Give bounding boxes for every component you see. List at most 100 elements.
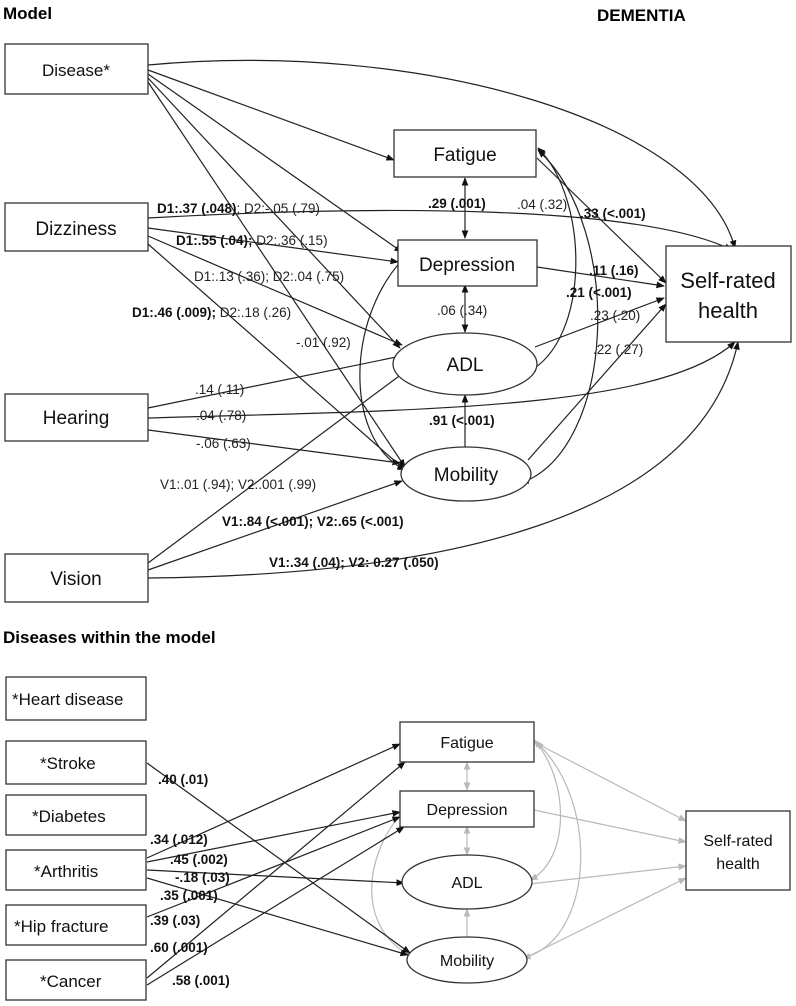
node-adl-2-label: ADL — [451, 875, 482, 892]
diseases-nodes: *Heart disease *Stroke *Diabetes *Arthri… — [5, 676, 791, 1001]
node-hip-fracture-label: *Hip fracture — [14, 917, 108, 936]
node-adl — [392, 332, 538, 396]
coef-hear-mob: -.06 (.63) — [196, 436, 251, 451]
node-mobility-2-label: Mobility — [440, 953, 494, 970]
coef-dep-adl: .06 (.34) — [437, 303, 487, 318]
model-nodes: Disease* Dizziness Hearing Vision Fatigu… — [4, 43, 792, 603]
edge-adl-srh — [534, 297, 665, 348]
model-title: Model — [3, 4, 52, 23]
coef-diz-adl: D1:.13 (.36); D2:.04 (.75) — [194, 269, 344, 284]
coef-arth-fat: .34 (.012) — [150, 832, 208, 847]
coef-hear-srh: .04 (.78) — [196, 408, 246, 423]
group-label: DEMENTIA — [597, 6, 686, 25]
coef-mob-srh: .22 (.27) — [593, 342, 643, 357]
coef-cancer-fat: .60 (.001) — [150, 940, 208, 955]
node-heart-disease-label: *Heart disease — [12, 690, 124, 709]
coef-arth-dep: .45 (.002) — [170, 852, 228, 867]
node-adl-2 — [401, 854, 533, 910]
coef-dis-mob: -.01 (.92) — [296, 335, 351, 350]
node-vision — [4, 553, 149, 603]
model-edges — [147, 59, 740, 579]
node-mobility-label: Mobility — [434, 465, 499, 486]
edge-hearing-mobility — [147, 429, 401, 466]
node-diabetes-label: *Diabetes — [32, 807, 106, 826]
node-self-rated-health-2 — [685, 810, 791, 891]
node-depression-2 — [399, 790, 535, 828]
edge-disease-depression — [147, 73, 403, 253]
node-arthritis — [5, 849, 147, 891]
coef-stroke-mob: .40 (.01) — [158, 772, 208, 787]
edge-cancer-fatigue — [146, 761, 406, 979]
faded-fatigue-srh — [533, 741, 687, 822]
faded-adl-srh — [529, 863, 687, 885]
coef-hear-adl: .14 (.11) — [195, 382, 244, 397]
faded-mobility-srh — [524, 877, 687, 959]
node-arthritis-label: *Arthritis — [34, 862, 98, 881]
coef-arth-mob: .35 (.001) — [160, 888, 218, 903]
edge-arthritis-depression — [146, 810, 401, 863]
node-cancer — [5, 959, 147, 1001]
edge-depression-srh — [536, 266, 665, 289]
coef-adl-srh: .23 (.20) — [590, 308, 640, 323]
node-fatigue-2-label: Fatigue — [440, 735, 493, 752]
edge-dizziness-adl — [147, 235, 403, 346]
node-dizziness-label: Dizziness — [35, 219, 116, 240]
node-fatigue-label: Fatigue — [433, 145, 496, 166]
node-srh-2-line1: Self-rated — [703, 833, 772, 850]
edge-vision-srh — [147, 341, 740, 579]
node-disease — [4, 43, 149, 95]
coef-vis-mob: V1:.84 (<.001); V2:.65 (<.001) — [222, 514, 404, 529]
coef-diz-srh: D1:.37 (.048); D2:-.05 (.79) — [157, 201, 320, 216]
coef-fat-dep: .29 (.001) — [428, 196, 486, 211]
node-hearing — [4, 393, 149, 442]
coef-hip-dep: .39 (.03) — [150, 913, 200, 928]
coef-diz-mob: D1:.46 (.009); D2:.18 (.26) — [132, 305, 291, 320]
node-dizziness — [4, 202, 149, 252]
faded-depression-srh — [533, 809, 687, 844]
node-fatigue — [393, 129, 537, 178]
edge-dizziness-mobility — [147, 243, 406, 471]
diseases-faded-edges — [371, 739, 687, 960]
node-srh-2-line2: health — [716, 856, 760, 873]
edge-fatigue-mobility — [520, 149, 599, 484]
edge-hip-depression — [146, 816, 401, 918]
coef-vis-adl: V1:.01 (.94); V2:.001 (.99) — [160, 477, 316, 492]
node-hip-fracture — [5, 904, 147, 946]
diseases-title: Diseases within the model — [3, 628, 216, 647]
edge-dizziness-depression — [147, 227, 399, 265]
node-stroke — [5, 740, 147, 785]
coef-fat-srh: .33 (<.001) — [580, 206, 646, 221]
edge-mobility-srh — [527, 303, 667, 461]
model-coefficients: D1:.37 (.048); D2:-.05 (.79) D1:.55 (.04… — [132, 196, 646, 570]
node-adl-label: ADL — [447, 355, 484, 376]
node-disease-label: Disease* — [42, 61, 110, 80]
faded-fatigue-mobility — [522, 741, 582, 960]
coef-arth-adl: -.18 (.03) — [175, 870, 230, 885]
coef-mob-adl: .91 (<.001) — [429, 413, 495, 428]
faded-depression-mobility — [371, 809, 411, 956]
edge-hearing-srh — [147, 341, 736, 419]
node-mobility-2 — [406, 936, 528, 984]
coef-fat-adl: .04 (.32) — [517, 197, 567, 212]
node-heart-disease — [5, 676, 147, 721]
edge-cancer-depression — [146, 826, 405, 986]
node-fatigue-2 — [399, 721, 535, 763]
node-self-rated-health — [665, 245, 792, 343]
node-stroke-label: *Stroke — [40, 754, 96, 773]
edge-arthritis-mobility — [146, 877, 409, 957]
node-srh-label-line2: health — [698, 298, 758, 323]
coef-cancer-dep: .58 (.001) — [172, 973, 230, 988]
node-mobility — [400, 446, 532, 502]
coef-dep-mob: .21 (<.001) — [566, 285, 632, 300]
node-cancer-label: *Cancer — [40, 972, 102, 991]
edge-disease-srh — [147, 59, 737, 249]
diseases-edges — [146, 743, 411, 986]
node-depression-2-label: Depression — [427, 802, 508, 819]
edge-vision-mobility — [147, 480, 403, 571]
edge-stroke-mobility — [146, 762, 411, 954]
node-srh-label-line1: Self-rated — [680, 268, 775, 293]
edge-hearing-adl — [147, 353, 407, 409]
edge-fatigue-adl — [527, 147, 577, 373]
edge-dizziness-srh — [147, 209, 733, 251]
